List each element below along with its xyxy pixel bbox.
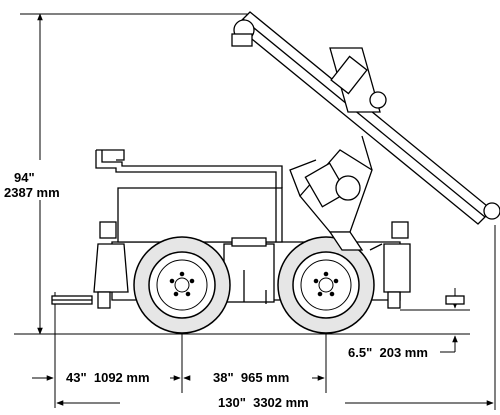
front-overhang-metric: 1092 mm: [93, 370, 150, 385]
machine-body: [51, 149, 465, 309]
ground-clearance-dimension-label: 6.5" 203 mm: [348, 345, 428, 360]
height-metric: 2387 mm: [4, 185, 60, 200]
drill-mast: [231, 11, 500, 251]
overall-length-dimension-label: 130" 3302 mm: [218, 395, 309, 410]
wheelbase-dimension-label: 38" 965 mm: [213, 370, 289, 385]
wheelbase-metric: 965 mm: [240, 370, 290, 385]
front-wheel: [277, 236, 375, 334]
wheelbase-imperial: 38": [213, 370, 234, 385]
overall-length-imperial: 130": [218, 395, 246, 410]
ground-clearance-imperial: 6.5": [348, 345, 373, 360]
height-dimension-label: 94" 2387 mm: [4, 170, 60, 200]
front-overhang-imperial: 43": [66, 370, 87, 385]
overall-length-metric: 3302 mm: [253, 395, 309, 410]
ground-clearance-metric: 203 mm: [379, 345, 428, 360]
height-imperial: 94": [14, 170, 35, 185]
rear-wheel: [133, 236, 231, 334]
front-overhang-dimension-label: 43" 1092 mm: [66, 370, 150, 385]
